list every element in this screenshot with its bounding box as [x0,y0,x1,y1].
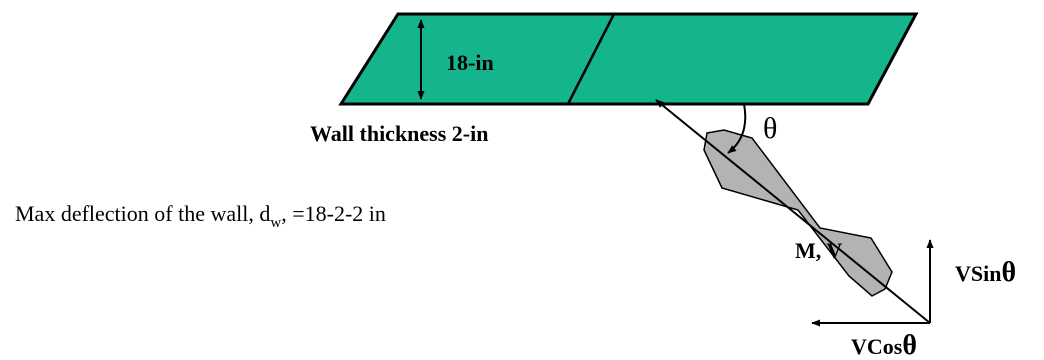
load-direction-arrow [655,99,931,324]
slab-divider [566,13,616,105]
wall-thickness-label: Wall thickness 2-in [310,121,488,146]
wall-slab [338,12,919,106]
slab-thickness-label: 18-in [446,50,494,75]
deflection-note: Max deflection of the wall, dw, =18-2-2 … [15,201,386,231]
projectile-body [703,129,893,297]
angle-arc [727,103,747,154]
v-cos-label: VCosθ [851,330,917,360]
angle-label: θ [763,112,777,145]
v-sin-label: VSinθ [955,257,1016,288]
load-label: M, V [795,238,842,263]
